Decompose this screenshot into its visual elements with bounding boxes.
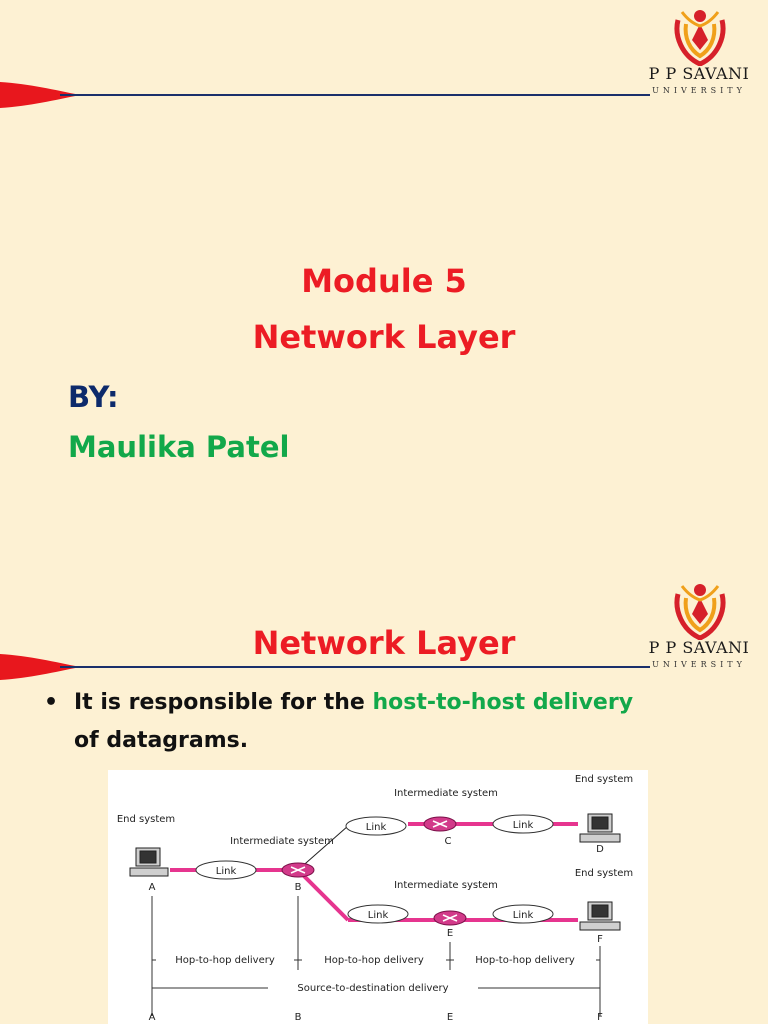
node-label-b: B [295, 1012, 302, 1023]
university-logo: P P SAVANI UNIVERSITY [644, 580, 754, 670]
bullet-text-line2: of datagrams. [74, 728, 249, 753]
bullet-icon: • [44, 690, 59, 715]
slide-2: P P SAVANI UNIVERSITY Network Layer • It … [0, 512, 768, 1024]
diagram-svg: Link Link Link Link Link [117, 774, 633, 1023]
by-label: BY: [68, 380, 119, 414]
slide-title: Network Layer [252, 624, 516, 662]
intermediate-system-label: Intermediate system [394, 880, 498, 891]
bullet-highlight: host-to-host delivery [372, 690, 634, 715]
node-label-c: C [445, 836, 452, 847]
node-label-b: B [295, 882, 302, 893]
node-label-f: F [597, 934, 603, 945]
module-title: Module 5 [301, 262, 467, 300]
brand-subtitle: UNIVERSITY [652, 660, 746, 669]
node-label-f: F [597, 1012, 603, 1023]
link-label: Link [513, 910, 534, 921]
hop-delivery-label: Hop-to-hop delivery [324, 955, 424, 966]
link-label: Link [216, 866, 237, 877]
network-delivery-diagram: Link Link Link Link Link [108, 770, 648, 1024]
hop-delivery-label: Hop-to-hop delivery [475, 955, 575, 966]
module-subtitle: Network Layer [252, 318, 516, 356]
bullet-point: • It is responsible for the host-to-host … [44, 684, 744, 760]
node-label-e: E [447, 1012, 453, 1023]
university-logo: P P SAVANI UNIVERSITY [644, 6, 754, 96]
computer-icons [129, 813, 621, 931]
brand-name: P P SAVANI [648, 638, 750, 657]
delivery-guides [151, 896, 601, 1016]
node-label-a: A [149, 1012, 156, 1023]
link-ovals [195, 814, 554, 924]
end-system-label: End system [575, 868, 633, 879]
end-system-label: End system [117, 814, 175, 825]
brand-name: P P SAVANI [648, 64, 750, 83]
slide-1: P P SAVANI UNIVERSITY Module 5 Network L… [0, 6, 754, 464]
node-label-d: D [596, 844, 604, 855]
node-label-a: A [149, 882, 156, 893]
intermediate-system-label: Intermediate system [230, 836, 334, 847]
hop-delivery-label: Hop-to-hop delivery [175, 955, 275, 966]
router-icons [281, 816, 467, 926]
swoosh-decoration [0, 82, 650, 108]
end-system-label: End system [575, 774, 633, 785]
link-label: Link [366, 822, 387, 833]
source-destination-label: Source-to-destination delivery [297, 983, 448, 994]
intermediate-system-label: Intermediate system [394, 788, 498, 799]
bullet-text-prefix: It is responsible for the [74, 690, 373, 715]
swoosh-decoration [0, 654, 650, 680]
author-name: Maulika Patel [68, 430, 290, 464]
university-emblem-icon [674, 584, 726, 640]
link-label: Link [368, 910, 389, 921]
node-label-e: E [447, 928, 453, 939]
brand-subtitle: UNIVERSITY [652, 86, 746, 95]
link-label: Link [513, 820, 534, 831]
university-emblem-icon [674, 10, 726, 66]
